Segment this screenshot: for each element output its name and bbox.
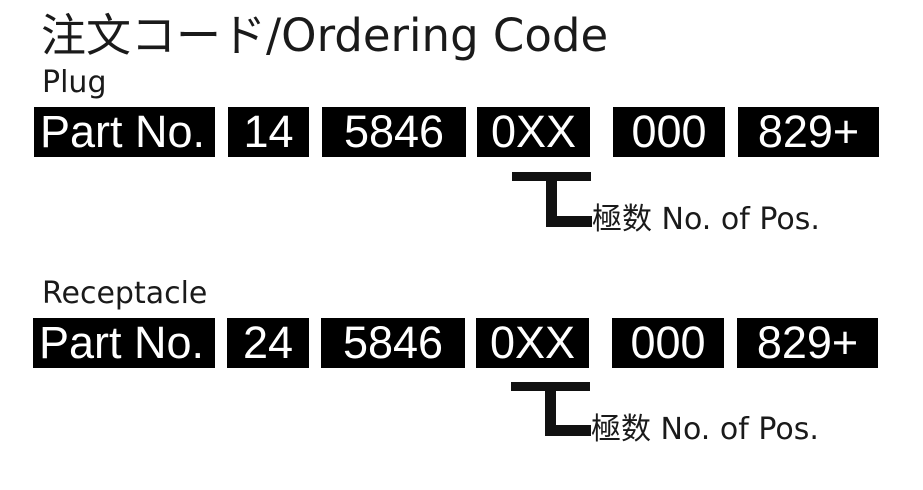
code-segment-prefix: Part No. bbox=[33, 318, 215, 368]
section-label-plug: Plug bbox=[42, 65, 107, 100]
code-segment-type: 24 bbox=[227, 318, 309, 368]
code-segment-series: 5846 bbox=[322, 107, 466, 157]
code-segment-prefix: Part No. bbox=[34, 107, 215, 157]
code-segment-variant: 000 bbox=[612, 318, 724, 368]
code-segment-type: 14 bbox=[228, 107, 309, 157]
bracket-foot bbox=[546, 216, 592, 227]
positions-annotation-plug: 極数 No. of Pos. bbox=[592, 202, 820, 237]
bracket-foot bbox=[545, 425, 591, 436]
code-segment-suffix: 829+ bbox=[737, 318, 878, 368]
bracket-stem bbox=[546, 172, 557, 227]
bracket-stem bbox=[545, 382, 556, 436]
code-segment-positions: 0XX bbox=[477, 107, 590, 157]
positions-annotation-receptacle: 極数 No. of Pos. bbox=[591, 412, 819, 447]
code-segment-variant: 000 bbox=[613, 107, 725, 157]
code-segment-positions: 0XX bbox=[476, 318, 589, 368]
code-segment-suffix: 829+ bbox=[738, 107, 879, 157]
code-segment-series: 5846 bbox=[321, 318, 465, 368]
page-title: 注文コード/Ordering Code bbox=[41, 9, 609, 62]
section-label-receptacle: Receptacle bbox=[42, 276, 208, 311]
